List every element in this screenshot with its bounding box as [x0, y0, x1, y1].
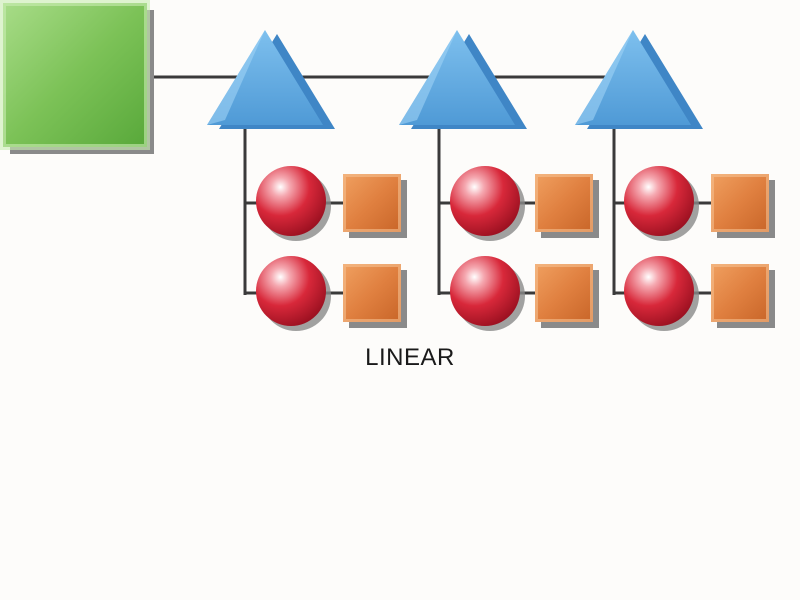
- endpoint-box-icon-3-1: [711, 174, 775, 238]
- device-sphere-icon-2-2: [450, 256, 525, 331]
- endpoint-box-icon-2-2: [535, 264, 599, 328]
- hub-triangle-icon-1: [207, 30, 335, 129]
- hub-triangle-icon-3: [575, 30, 703, 129]
- device-sphere-icon-3-2: [624, 256, 699, 331]
- diagram-caption: LINEAR: [365, 344, 455, 371]
- hub-triangle-icon-2: [399, 30, 527, 129]
- endpoint-box-icon-1-2: [343, 264, 407, 328]
- root-node-icon: [0, 0, 154, 154]
- endpoint-box-icon-1-1: [343, 174, 407, 238]
- endpoint-box-icon-3-2: [711, 264, 775, 328]
- endpoint-box-icon-2-1: [535, 174, 599, 238]
- device-sphere-icon-1-2: [256, 256, 331, 331]
- device-sphere-icon-3-1: [624, 166, 699, 241]
- device-sphere-icon-2-1: [450, 166, 525, 241]
- device-sphere-icon-1-1: [256, 166, 331, 241]
- nodes: [0, 0, 775, 331]
